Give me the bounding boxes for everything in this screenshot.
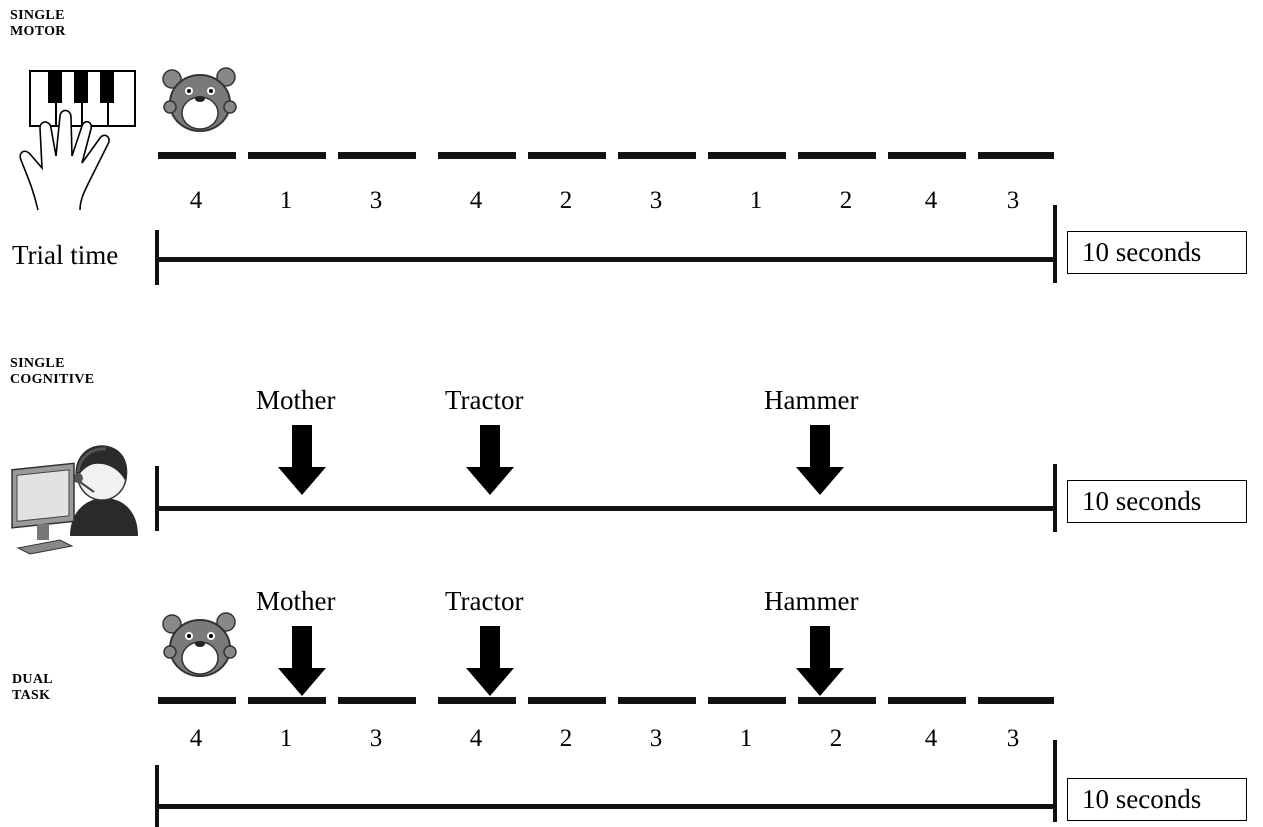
person-computer-headset-icon xyxy=(11,445,138,555)
down-arrow-icon xyxy=(278,425,326,495)
down-arrow-icon xyxy=(466,425,514,495)
single-motor-label-line2: MOTOR xyxy=(10,24,66,39)
dual-segment xyxy=(978,697,1054,704)
stimulus-word: Tractor xyxy=(445,586,524,616)
timeline-end-tick xyxy=(1053,740,1057,822)
motor-digit: 4 xyxy=(924,187,938,214)
single-cognitive-label-line1: SINGLE xyxy=(10,356,65,371)
motor-segment xyxy=(798,152,876,159)
motor-digit: 4 xyxy=(469,187,483,214)
motor-digit: 4 xyxy=(189,187,203,214)
dual-task-label: DUAL TASK xyxy=(12,672,53,704)
motor-digit: 3 xyxy=(1006,187,1020,214)
dual-digit: 4 xyxy=(924,725,938,752)
dual-digit: 1 xyxy=(279,725,293,752)
trial-timeline xyxy=(157,257,1057,262)
bear-toy-icon xyxy=(162,67,237,132)
single-motor-label-line1: SINGLE xyxy=(10,8,65,23)
motor-digit: 2 xyxy=(839,187,853,214)
motor-segment xyxy=(708,152,786,159)
stimulus-word: Hammer xyxy=(764,385,859,415)
motor-segment xyxy=(888,152,966,159)
dual-digit: 1 xyxy=(739,725,753,752)
dual-segment xyxy=(888,697,966,704)
motor-digit: 3 xyxy=(649,187,663,214)
stimulus-word: Mother xyxy=(256,586,336,616)
timeline-end-tick xyxy=(1053,464,1057,532)
motor-segment xyxy=(248,152,326,159)
dual-digit: 3 xyxy=(369,725,383,752)
motor-digit: 2 xyxy=(559,187,573,214)
timeline-end-tick xyxy=(1053,205,1057,283)
duration-box: 10 seconds xyxy=(1067,480,1247,523)
dual-segment xyxy=(338,697,416,704)
down-arrow-icon xyxy=(796,425,844,495)
bear-toy-icon xyxy=(162,612,237,677)
stimulus-word: Mother xyxy=(256,385,336,415)
trial-time-label: Trial time xyxy=(12,240,119,270)
dual-segment xyxy=(248,697,326,704)
dual-digit: 2 xyxy=(829,725,843,752)
duration-box: 10 seconds xyxy=(1067,778,1247,821)
dual-segment xyxy=(708,697,786,704)
down-arrow-icon xyxy=(796,626,844,696)
motor-digit: 1 xyxy=(279,187,293,214)
dual-task-label-line2: TASK xyxy=(12,688,51,703)
timeline-start-tick xyxy=(155,765,159,827)
dual-digit: 2 xyxy=(559,725,573,752)
single-cognitive-label-line2: COGNITIVE xyxy=(10,372,95,387)
hand-piano-icon xyxy=(19,70,136,211)
dual-segment xyxy=(798,697,876,704)
dual-segment xyxy=(618,697,696,704)
single-motor-label: SINGLE MOTOR xyxy=(10,8,66,40)
dual-digit: 3 xyxy=(649,725,663,752)
dual-digit: 3 xyxy=(1006,725,1020,752)
motor-segment xyxy=(338,152,416,159)
down-arrow-icon xyxy=(466,626,514,696)
motor-segment xyxy=(158,152,236,159)
duration-box: 10 seconds xyxy=(1067,231,1247,274)
dual-timeline xyxy=(157,804,1057,809)
cognitive-timeline xyxy=(157,506,1057,511)
motor-segment xyxy=(438,152,516,159)
dual-segment xyxy=(158,697,236,704)
single-cognitive-label: SINGLE COGNITIVE xyxy=(10,356,94,388)
motor-segment xyxy=(978,152,1054,159)
motor-segment xyxy=(618,152,696,159)
dual-digit: 4 xyxy=(469,725,483,752)
stimulus-word: Hammer xyxy=(764,586,859,616)
dual-digit: 4 xyxy=(189,725,203,752)
stimulus-word: Tractor xyxy=(445,385,524,415)
timeline-start-tick xyxy=(155,466,159,531)
motor-digit: 3 xyxy=(369,187,383,214)
motor-digit: 1 xyxy=(749,187,763,214)
down-arrow-icon xyxy=(278,626,326,696)
dual-task-label-line1: DUAL xyxy=(12,672,53,687)
dual-segment xyxy=(528,697,606,704)
motor-segment xyxy=(528,152,606,159)
dual-segment xyxy=(438,697,516,704)
